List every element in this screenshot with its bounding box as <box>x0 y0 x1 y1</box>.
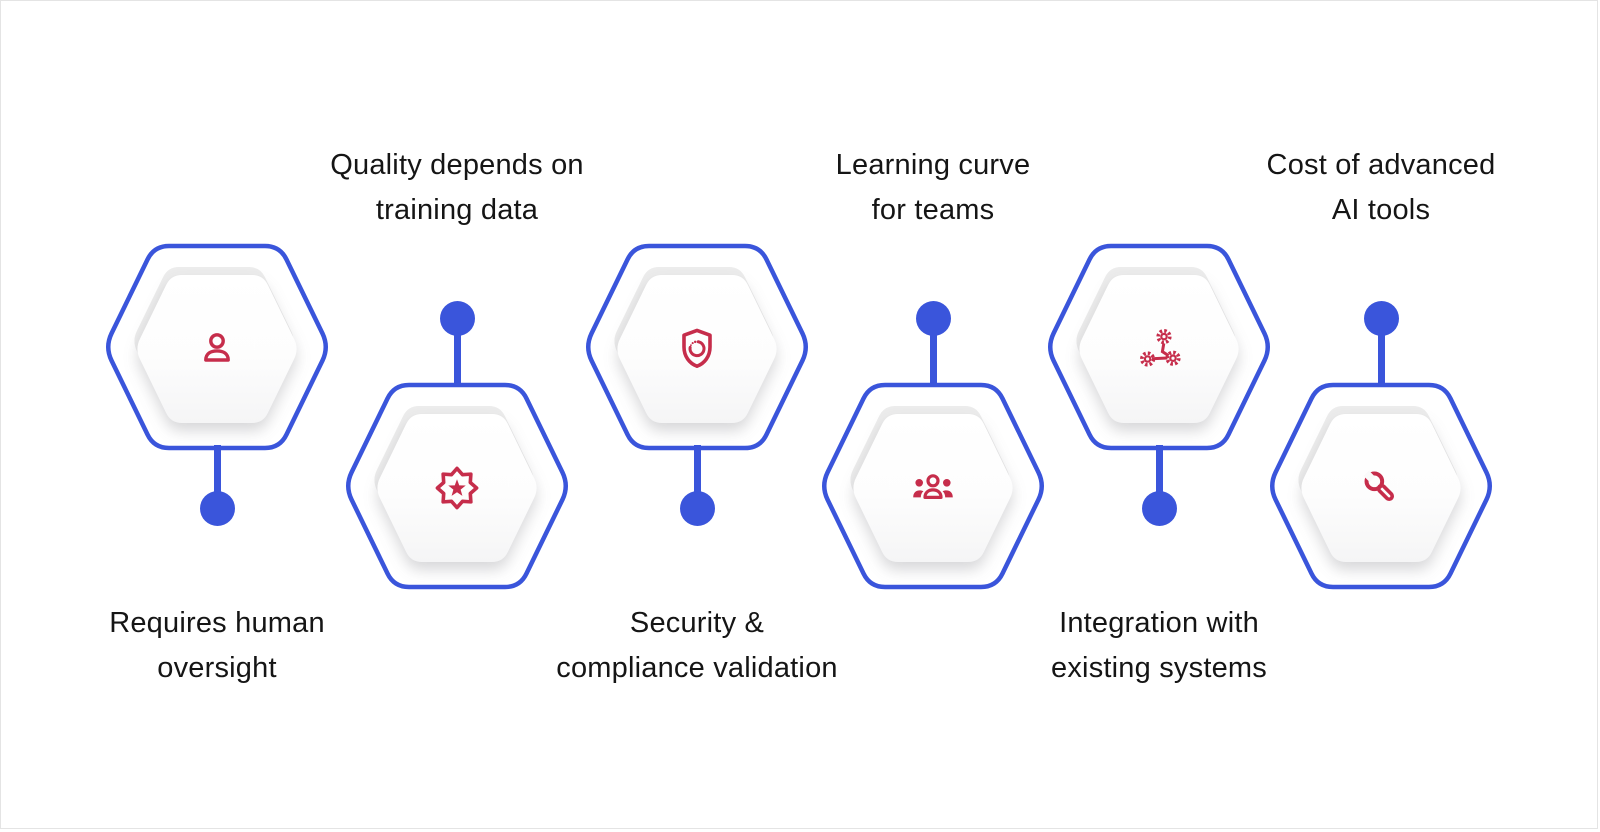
hexagon <box>1048 243 1270 451</box>
connector-dot <box>1363 301 1399 336</box>
badge-star-icon <box>433 464 481 512</box>
connector-dot <box>1141 491 1177 526</box>
wrench-icon <box>1357 464 1405 512</box>
connector-dot <box>915 301 951 336</box>
timeline-item-3: Security & compliance validation <box>556 1 838 832</box>
label-line: Requires human <box>109 607 325 639</box>
item-label: Learning curve for teams <box>753 143 1113 233</box>
label-line: Quality depends on <box>330 149 584 181</box>
label-line: AI tools <box>1331 194 1431 226</box>
hexagon <box>106 243 328 451</box>
team-icon <box>909 464 957 512</box>
connector-dot <box>439 301 475 336</box>
timeline-item-6: Cost of advanced AI tools <box>1267 1 1495 832</box>
item-label: Integration with existing systems <box>979 601 1339 691</box>
label-line: Learning curve <box>835 149 1031 181</box>
label-line: Integration with <box>1059 607 1259 639</box>
gears-icon <box>1135 325 1183 373</box>
label-line: oversight <box>157 652 277 684</box>
connector-line <box>213 445 221 493</box>
label-line: existing systems <box>1051 652 1267 684</box>
connector-line <box>1155 445 1163 493</box>
item-label: Requires human oversight <box>37 601 397 691</box>
label-line: Cost of advanced <box>1266 149 1496 181</box>
connector-line <box>693 445 701 493</box>
timeline-item-4: Learning curve for teams <box>821 1 1045 832</box>
person-icon <box>193 325 241 373</box>
timeline-item-2: Quality depends on training data <box>330 1 584 832</box>
label-line: Security & <box>629 607 765 639</box>
timeline-item-1: Requires human oversight <box>105 1 329 832</box>
shield-icon <box>673 325 721 373</box>
connector-dot <box>199 491 235 526</box>
label-line: training data <box>375 194 539 226</box>
label-line: compliance validation <box>556 652 838 684</box>
timeline-item-5: Integration with existing systems <box>1047 1 1271 832</box>
label-line: for teams <box>871 194 995 226</box>
connector-line <box>453 335 461 387</box>
connector-line <box>929 335 937 387</box>
connector-line <box>1377 335 1385 387</box>
item-label: Security & compliance validation <box>517 601 877 691</box>
item-label: Cost of advanced AI tools <box>1201 143 1561 233</box>
hexagon <box>822 382 1044 590</box>
item-label: Quality depends on training data <box>277 143 637 233</box>
connector-dot <box>679 491 715 526</box>
hexagon <box>586 243 808 451</box>
